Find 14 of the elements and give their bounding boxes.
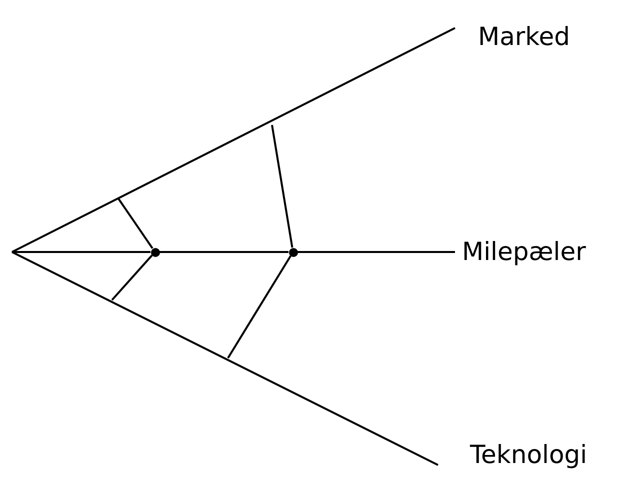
line [117,197,154,249]
line [160,251,288,253]
junction-dot [150,248,160,256]
line [12,251,150,253]
line [227,255,292,359]
line [111,254,153,301]
axis-label: Milepæler [462,237,586,267]
line [12,251,438,466]
axis-label: Marked [478,22,570,52]
line [298,251,455,253]
line [271,124,294,248]
line [12,27,456,253]
junction-dot [288,248,298,256]
axis-label: Teknologi [470,440,588,470]
